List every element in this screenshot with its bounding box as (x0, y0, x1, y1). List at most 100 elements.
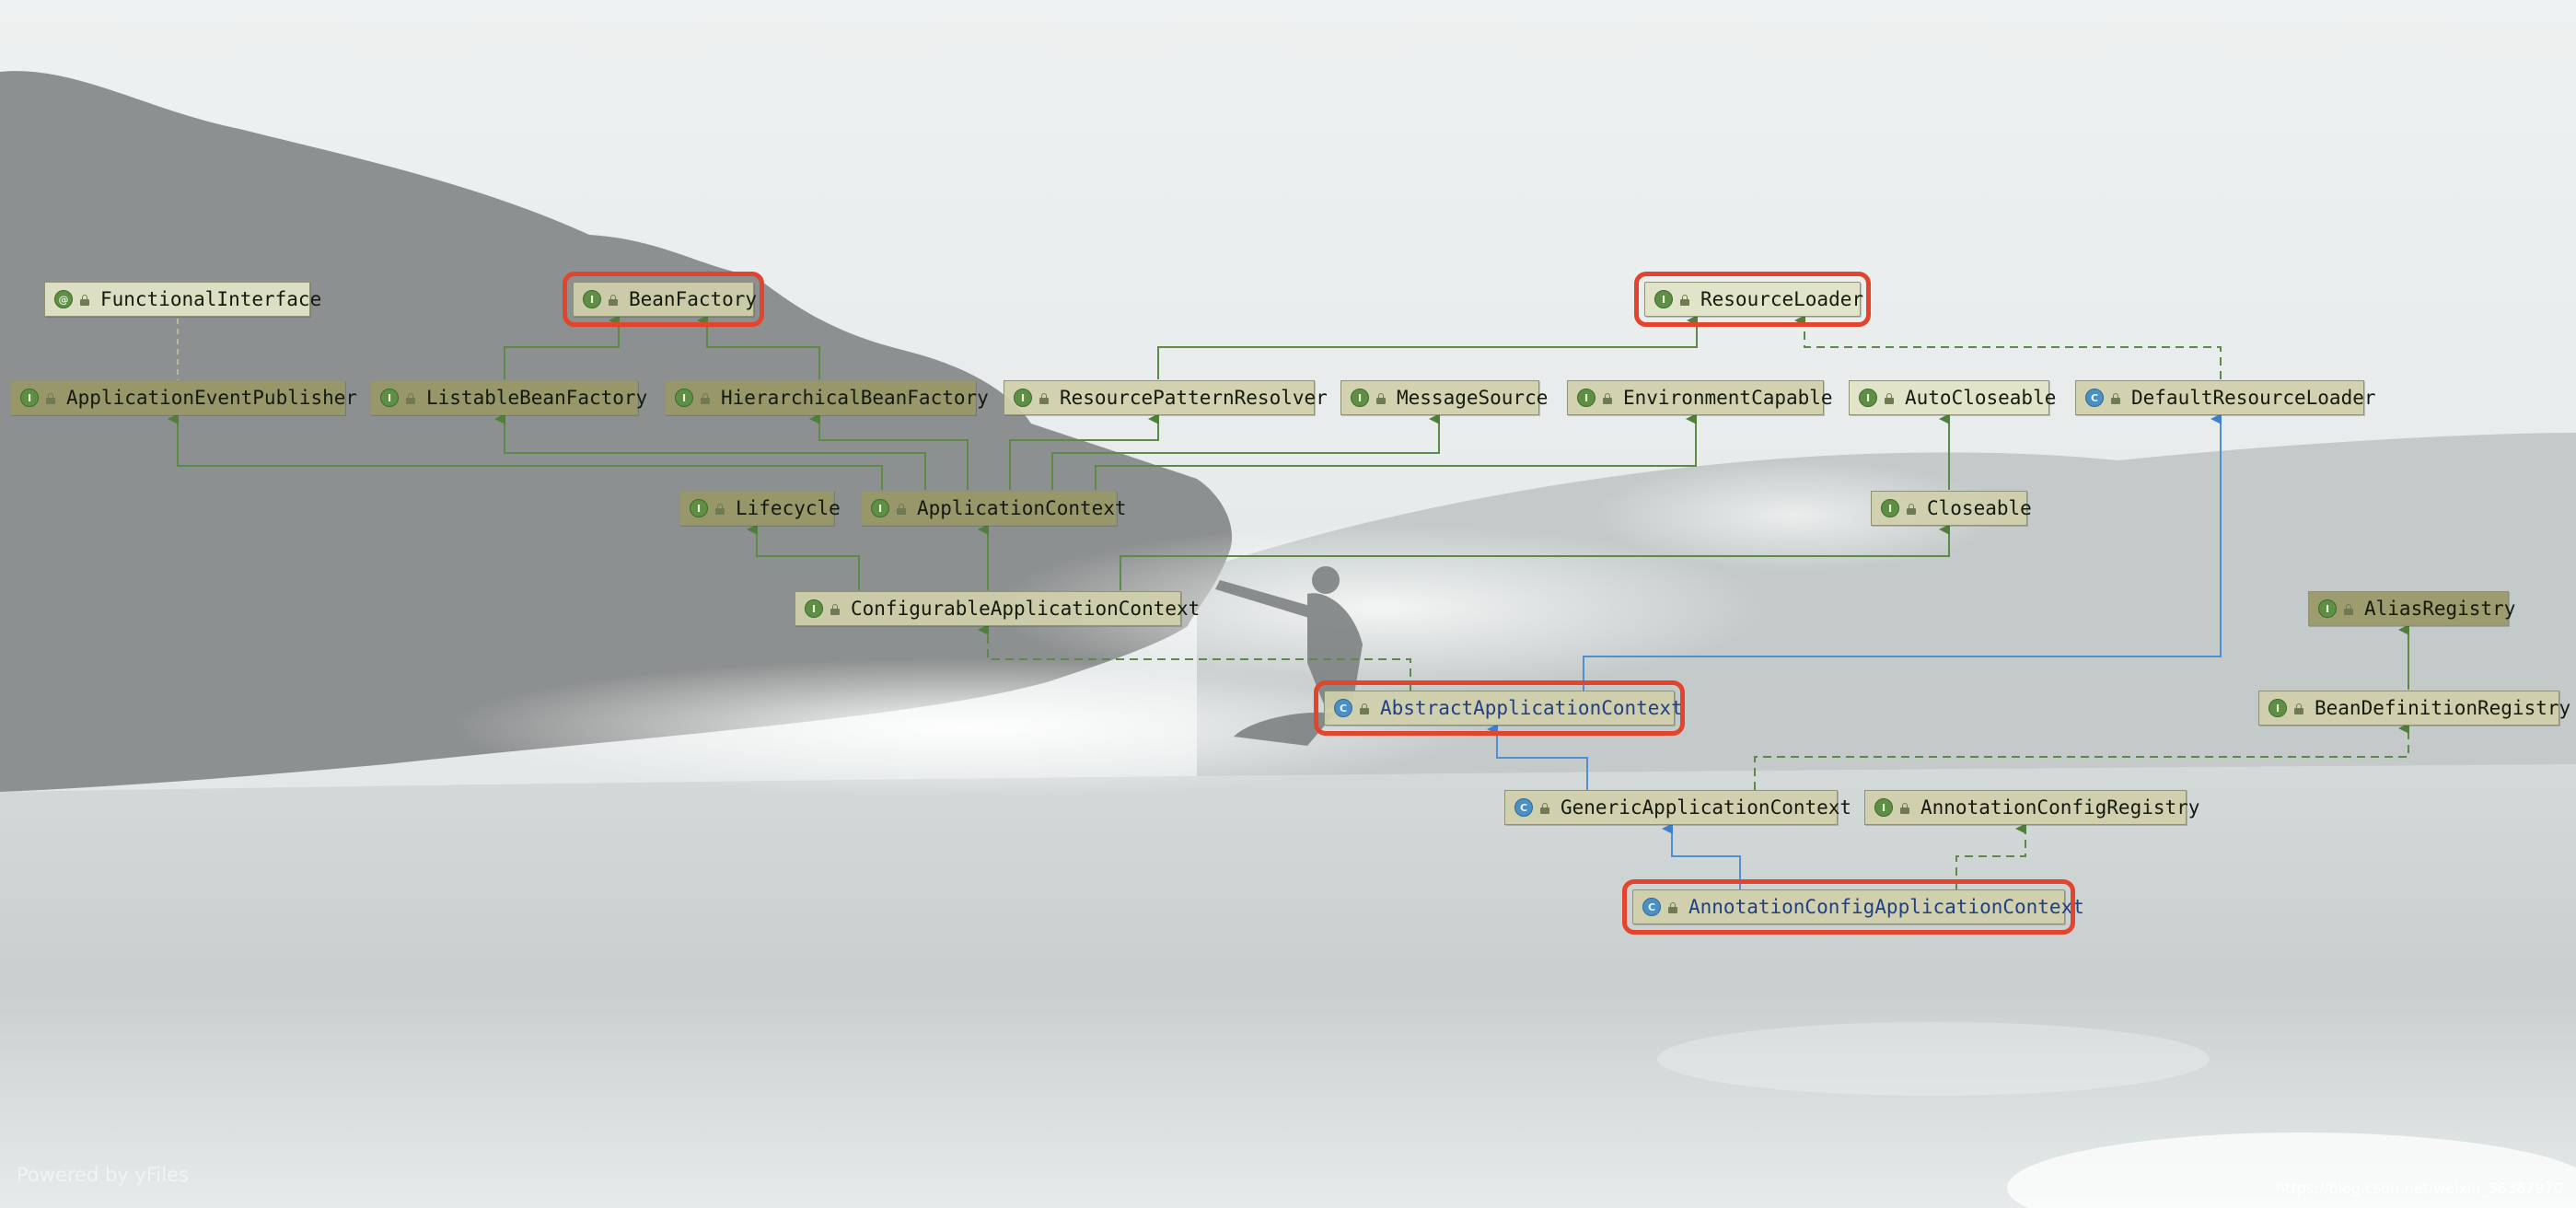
edge-ac-envcapable (1095, 413, 1697, 490)
access-icon (1360, 703, 1369, 714)
node-generic-application-context[interactable]: C GenericApplicationContext (1504, 790, 1851, 825)
interface-icon: I (675, 389, 693, 407)
access-icon (80, 294, 89, 306)
edge-ac-listable (494, 413, 926, 490)
node-message-source[interactable]: I MessageSource (1340, 380, 1548, 415)
interface-icon: I (805, 599, 823, 618)
node-auto-closeable[interactable]: I AutoCloseable (1849, 380, 2056, 415)
node-label: DefaultResourceLoader (2131, 387, 2376, 409)
class-icon: C (1334, 699, 1352, 717)
access-icon (1668, 901, 1677, 913)
edge-ac-aep (168, 413, 883, 490)
node-label: ListableBeanFactory (426, 387, 648, 409)
node-label: AbstractApplicationContext (1380, 697, 1683, 719)
access-icon (715, 503, 725, 515)
node-label: BeanDefinitionRegistry (2315, 697, 2571, 719)
access-icon (46, 392, 55, 404)
access-icon (609, 294, 618, 306)
access-icon (1540, 802, 1549, 814)
node-label: FunctionalInterface (100, 288, 322, 310)
node-label: AnnotationConfigApplicationContext (1688, 896, 2084, 918)
node-default-resource-loader[interactable]: C DefaultResourceLoader (2075, 380, 2376, 415)
interface-icon: I (2269, 699, 2287, 717)
node-environment-capable[interactable]: I EnvironmentCapable (1567, 380, 1833, 415)
access-icon (1680, 294, 1689, 306)
node-listable-bean-factory[interactable]: I ListableBeanFactory (370, 380, 647, 415)
node-bean-definition-registry[interactable]: I BeanDefinitionRegistry (2258, 691, 2570, 726)
node-label: ApplicationContext (917, 497, 1127, 519)
node-label: EnvironmentCapable (1623, 387, 1833, 409)
node-label: ResourceLoader (1700, 288, 1864, 310)
node-annotation-config-application-context[interactable]: C AnnotationConfigApplicationContext (1622, 879, 2084, 935)
node-application-context[interactable]: I ApplicationContext (861, 491, 1127, 526)
edge-gac-aac (1487, 724, 1588, 790)
node-hierarchical-bean-factory[interactable]: I HierarchicalBeanFactory (665, 380, 989, 415)
node-closeable[interactable]: I Closeable (1871, 491, 2032, 526)
node-annotation-config-registry[interactable]: I AnnotationConfigRegistry (1864, 790, 2199, 825)
node-label: ResourcePatternResolver (1060, 387, 1328, 409)
access-icon (897, 503, 906, 515)
interface-icon: I (583, 290, 601, 308)
node-functional-interface[interactable]: @ FunctionalInterface (44, 282, 321, 317)
access-icon (701, 392, 710, 404)
access-icon (1376, 392, 1386, 404)
annotation-icon: @ (54, 290, 73, 308)
interface-icon: I (20, 389, 39, 407)
node-configurable-application-context[interactable]: I ConfigurableApplicationContext (795, 591, 1200, 626)
node-label: Lifecycle (736, 497, 841, 519)
powered-by-label: Powered by yFiles (17, 1164, 189, 1186)
node-application-event-publisher[interactable]: I ApplicationEventPublisher (10, 380, 357, 415)
watermark-url: https://blog.csdn.net/weixin_36367970 (2275, 1179, 2563, 1197)
class-icon: C (1514, 798, 1533, 817)
access-icon (1907, 503, 1916, 515)
access-icon (406, 392, 415, 404)
interface-icon: I (690, 499, 708, 517)
edge-acac-acr (1955, 823, 2026, 889)
node-alias-registry[interactable]: I AliasRegistry (2308, 591, 2515, 626)
edge-hierarchical-beanfactory (697, 315, 820, 379)
class-icon: C (1642, 898, 1661, 916)
node-bean-factory[interactable]: I BeanFactory (563, 272, 764, 327)
node-resource-pattern-resolver[interactable]: I ResourcePatternResolver (1004, 380, 1328, 415)
edge-aac-cac (978, 624, 1411, 691)
interface-icon: I (1577, 389, 1595, 407)
interface-icon: I (1881, 499, 1899, 517)
interface-icon: I (1874, 798, 1893, 817)
node-label: ConfigurableApplicationContext (851, 598, 1201, 620)
access-icon (830, 603, 840, 615)
node-label: ApplicationEventPublisher (66, 387, 358, 409)
edge-gac-bdr (1754, 723, 2409, 790)
interface-icon: I (1351, 389, 1369, 407)
node-label: MessageSource (1397, 387, 1549, 409)
edge-drl-resourceloader (1794, 315, 2222, 379)
node-label: AutoCloseable (1905, 387, 2057, 409)
node-lifecycle[interactable]: I Lifecycle (679, 491, 841, 526)
edge-listable-beanfactory (504, 315, 620, 379)
access-icon (1603, 392, 1612, 404)
node-label: AliasRegistry (2364, 598, 2516, 620)
edge-cac-lifecycle (747, 524, 860, 590)
node-label: GenericApplicationContext (1561, 796, 1852, 819)
edge-aac-drl (1583, 413, 2222, 691)
edge-ac-hierarchical (809, 413, 969, 490)
edge-acac-gac (1662, 823, 1741, 889)
node-label: HierarchicalBeanFactory (721, 387, 989, 409)
class-icon: C (2085, 389, 2104, 407)
edge-cac-closeable (1120, 524, 1950, 590)
interface-icon: I (2318, 599, 2337, 618)
node-resource-loader[interactable]: I ResourceLoader (1634, 272, 1871, 327)
node-label: BeanFactory (629, 288, 758, 310)
access-icon (2294, 703, 2303, 714)
node-abstract-application-context[interactable]: C AbstractApplicationContext (1314, 680, 1685, 736)
access-icon (1885, 392, 1894, 404)
edge-rpr-resourceloader (1157, 315, 1698, 379)
access-icon (1900, 802, 1909, 814)
interface-icon: I (871, 499, 889, 517)
interface-icon: I (1859, 389, 1877, 407)
interface-icon: I (1014, 389, 1032, 407)
edge-ac-rpr (1009, 413, 1159, 490)
node-label: Closeable (1927, 497, 2032, 519)
